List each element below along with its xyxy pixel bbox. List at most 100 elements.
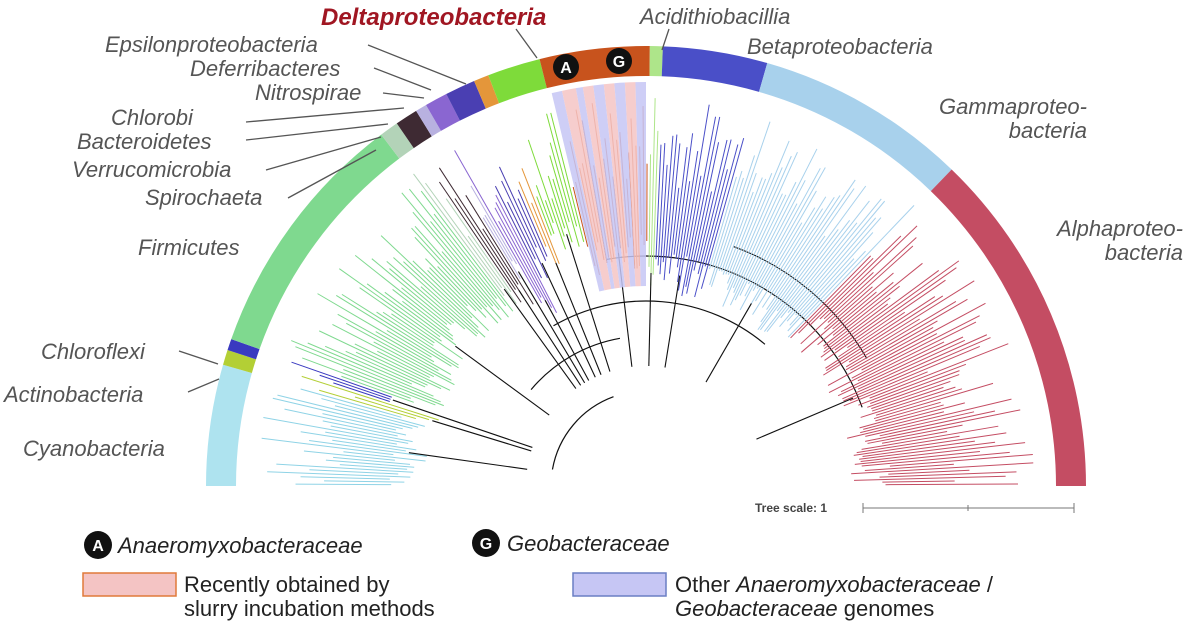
branch-alphaproteobacteria — [824, 286, 873, 330]
branch-spirochaeta — [425, 182, 503, 289]
svg-text:A: A — [92, 538, 104, 555]
branch-cyanobacteria — [309, 469, 399, 475]
highlight-band-recent — [582, 85, 620, 289]
branch-gammaproteobacteria — [787, 258, 855, 332]
clade-highlight-bands — [551, 82, 646, 292]
branch-gammaproteobacteria — [752, 168, 821, 291]
label-betaproteobacteria: Betaproteobacteria — [747, 34, 933, 59]
branch-acidithiobacillia — [648, 154, 652, 267]
branch-betaproteobacteria — [694, 169, 728, 298]
branch-alphaproteobacteria — [860, 411, 945, 434]
branch-gammaproteobacteria — [712, 170, 743, 268]
branch-cyanobacteria — [263, 416, 409, 444]
ring-segment-gammaproteobacteria — [759, 63, 952, 192]
label-nitrospirae: Nitrospirae — [255, 80, 361, 105]
branch-cyanobacteria — [300, 388, 402, 418]
marker-g-on-ring: G — [606, 48, 632, 74]
branch-betaproteobacteria — [698, 139, 728, 262]
branch-betaproteobacteria — [700, 137, 745, 289]
stem-verrucomicrobia — [518, 289, 582, 386]
legend-anaeromyxobacteraceae: Anaeromyxobacteraceae — [116, 533, 363, 558]
branch-firmicutes — [343, 369, 436, 406]
branch-gammaproteobacteria — [745, 190, 817, 313]
label-spirochaeta: Spirochaeta — [145, 185, 262, 210]
branch-gammaproteobacteria — [803, 250, 866, 318]
legend-geobacteraceae: Geobacteraceae — [507, 531, 670, 556]
branch-chlorobi — [454, 150, 543, 304]
branch-firmicutes — [377, 350, 430, 378]
branch-betaproteobacteria — [655, 144, 662, 260]
branch-firmicutes — [412, 211, 494, 307]
branch-alphaproteobacteria — [837, 336, 964, 397]
branch-gammaproteobacteria — [779, 200, 886, 327]
branch-cyanobacteria — [267, 471, 411, 478]
branch-cyanobacteria — [325, 431, 397, 445]
branch-nitrospirae — [494, 185, 542, 279]
branch-betaproteobacteria — [659, 164, 668, 275]
branch-verrucomicrobia — [482, 228, 519, 285]
branch-alphaproteobacteria — [847, 398, 1012, 439]
ring-segment-chloroflexi — [227, 339, 260, 360]
branch-alphaproteobacteria — [800, 237, 917, 345]
branch-firmicutes — [307, 342, 434, 397]
branch-alphaproteobacteria — [864, 463, 954, 472]
branch-gammaproteobacteria — [755, 222, 803, 302]
stem-betaproteobacteria — [664, 275, 681, 368]
branch-deltaproteobacteria — [572, 186, 589, 247]
stem-epsilonproteobacteria — [566, 234, 611, 372]
branch-alphaproteobacteria — [832, 262, 923, 336]
branch-firmicutes — [346, 322, 452, 381]
branch-spirochaeta — [413, 173, 505, 297]
branch-gammaproteobacteria — [763, 219, 851, 332]
branch-chlorobi — [495, 194, 558, 313]
branch-cyanobacteria — [321, 398, 425, 427]
ring-segment-spirochaeta — [381, 123, 414, 159]
branch-cyanobacteria — [330, 425, 413, 443]
svg-text:G: G — [613, 54, 625, 71]
label-gammaproteobacteria: Gammaproteo-bacteria — [939, 94, 1087, 143]
branch-cyanobacteria — [276, 463, 414, 473]
branch-firmicutes — [433, 213, 507, 307]
branch-alphaproteobacteria — [798, 257, 874, 334]
label-cyanobacteria: Cyanobacteria — [23, 436, 165, 461]
branch-firmicutes — [319, 330, 442, 390]
stem-bacteroidetes — [517, 271, 586, 384]
branch-firmicutes — [414, 236, 483, 310]
branch-spirochaeta — [445, 198, 512, 293]
branch-alphaproteobacteria — [860, 442, 1026, 462]
highlight-band-recent — [603, 83, 631, 288]
branch-alphaproteobacteria — [823, 272, 874, 320]
branch-gammaproteobacteria — [752, 196, 827, 315]
branch-alphaproteobacteria — [875, 388, 963, 416]
branch-alphaproteobacteria — [856, 435, 960, 454]
branch-spirochaeta — [467, 235, 517, 304]
branch-betaproteobacteria — [657, 143, 666, 266]
branch-firmicutes — [408, 188, 497, 299]
branch-firmicutes — [339, 268, 442, 342]
branch-firmicutes — [336, 295, 452, 367]
branch-firmicutes — [401, 192, 500, 311]
branch-firmicutes — [341, 375, 414, 403]
stem-acidithiobacillia — [648, 272, 652, 367]
label-bacteroidetes: Bacteroidetes — [77, 129, 212, 154]
branch-alphaproteobacteria — [832, 291, 877, 330]
branch-alphaproteobacteria — [867, 374, 960, 408]
branch-firmicutes — [380, 235, 479, 328]
stem-actinobacteria — [432, 420, 532, 452]
branch-alphaproteobacteria — [825, 295, 944, 371]
branch-alphaproteobacteria — [827, 245, 914, 323]
branch-gammaproteobacteria — [721, 172, 757, 272]
branch-alphaproteobacteria — [848, 318, 920, 363]
legend-swatch-other — [572, 572, 667, 597]
branch-alphaproteobacteria — [823, 303, 889, 353]
branch-epsilonproteobacteria — [546, 113, 578, 227]
label-epsilonproteobacteria: Epsilonproteobacteria — [105, 32, 318, 57]
branch-betaproteobacteria — [675, 133, 694, 259]
tree-scale-bar: Tree scale: 1 — [755, 501, 1075, 515]
branch-betaproteobacteria — [663, 134, 678, 281]
label-acidithiobacillia: Acidithiobacillia — [638, 4, 790, 29]
branch-epsilonproteobacteria — [535, 185, 555, 235]
svg-text:G: G — [480, 536, 492, 553]
branch-gammaproteobacteria — [759, 185, 867, 331]
branch-betaproteobacteria — [673, 147, 688, 255]
